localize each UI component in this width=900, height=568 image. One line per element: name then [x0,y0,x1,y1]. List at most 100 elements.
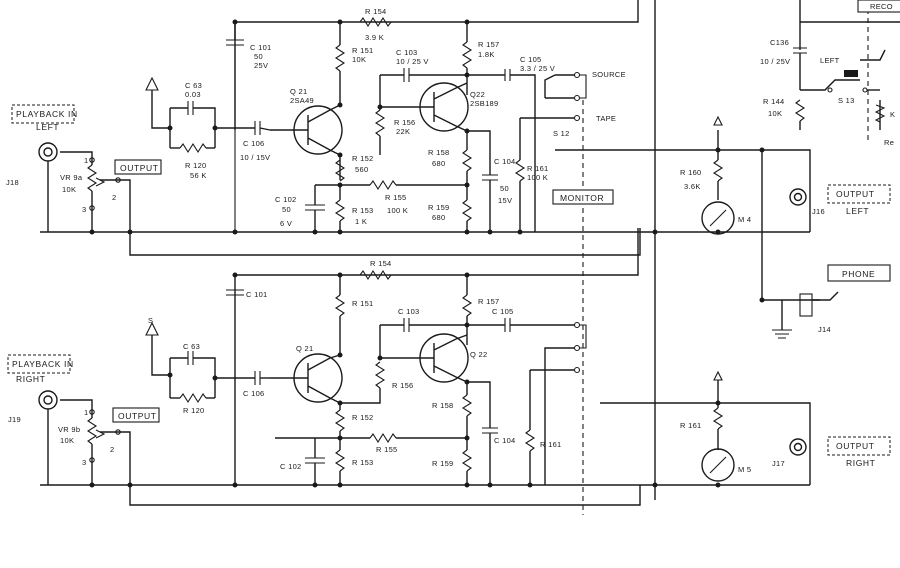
r144-label: R 144 [763,97,785,106]
output-right-line2: RIGHT [846,458,875,468]
bot-r157-label: R 157 [478,297,500,306]
top-r161-label: R 161 [527,164,549,173]
r160-label: R 160 [680,168,702,177]
source-label: SOURCE [592,70,626,79]
playback-in-right-box [7,354,71,374]
junction-dots [89,19,765,488]
j19-label: J19 [8,415,21,424]
record-box [857,0,900,13]
right-channel-section [38,228,839,506]
bot-q22-label: Q 22 [470,350,487,359]
k-label: K [890,110,895,119]
s13-label: S 13 [838,96,855,105]
top-pin3: 3 [82,205,86,214]
top-c101-value2: 25V [254,61,268,70]
top-c101-label: C 101 [250,43,272,52]
phone-box [827,264,891,282]
label-boxes [7,0,900,456]
bot-pin1: 1 [84,408,88,417]
top-c105-label: C 105 [520,55,542,64]
bot-c101-label: C 101 [246,290,268,299]
top-c106-label: C 106 [243,139,265,148]
re-label: Re [884,138,894,147]
output-left-line2: LEFT [846,206,869,216]
bot-c105-label: C 105 [492,307,514,316]
top-r151-value: 10K [352,55,366,64]
top-r152-label: R 152 [352,154,374,163]
top-q22-label: Q22 [470,90,485,99]
top-vr-label: VR 9a [60,173,83,182]
bot-r158-label: R 158 [432,401,454,410]
top-r153-value: 1 K [355,217,367,226]
bot-c103-label: C 103 [398,307,420,316]
playback-right-line1: PLAYBACK IN [12,359,74,369]
top-c104-label: C 104 [494,157,516,166]
tape-label: TAPE [596,114,616,123]
playback-in-left-box [11,104,75,124]
top-r158-value: 680 [432,159,445,168]
bot-r152-label: R 152 [352,413,374,422]
top-r157-value: 1.8K [478,50,495,59]
component-labels: R 154 3.9 K C 101 50 25V R 151 10K C 103… [6,2,895,474]
bot-c104-label: C 104 [494,436,516,445]
j14-label: J14 [818,325,831,334]
top-c103-value: 10 / 25 V [396,57,429,66]
left-label: LEFT [820,56,840,65]
bot-vr-label: VR 9b [58,425,80,434]
bot-r161-label: R 161 [540,440,562,449]
top-pin2: 2 [112,193,116,202]
top-q22-value: 2SB189 [470,99,499,108]
bot-r153-label: R 153 [352,458,374,467]
bot-q21-label: Q 21 [296,344,313,353]
monitor-text: MONITOR [560,193,604,203]
s12-label: S 12 [553,129,570,138]
output-left-box [827,184,891,204]
output-box-left [114,159,162,175]
top-pin1: 1 [84,156,88,165]
m4-label: M 4 [738,215,751,224]
bot-r155-label: R 155 [376,445,398,454]
top-r156-label: R 156 [394,118,416,127]
top-c63-value: 0.03 [185,90,201,99]
bot-c102-label: C 102 [280,462,302,471]
j16-label: J16 [812,207,825,216]
playback-right-line2: RIGHT [16,374,45,384]
bot-pin2: 2 [110,445,114,454]
top-r161-value: 100 K [527,173,548,182]
top-r154-label: R 154 [365,7,387,16]
bot-r151-label: R 151 [352,299,374,308]
top-c104-value2: 15V [498,196,512,205]
s-supply-label: S [148,316,153,325]
r160-value: 3.6K [684,182,701,191]
top-c63-label: C 63 [185,81,202,90]
top-c101-value1: 50 [254,52,263,61]
monitor-box [552,189,614,205]
j17-label: J17 [772,459,785,468]
bot-c63-label: C 63 [183,342,200,351]
top-q21-label: Q 21 [290,87,307,96]
bot-r156-label: R 156 [392,381,414,390]
top-r120-label: R 120 [185,161,207,170]
c136-label: C136 [770,38,789,47]
top-r152-value: 560 [355,165,368,174]
playback-left-line2: LEFT [36,122,59,132]
bot-c106-label: C 106 [243,389,265,398]
output-right-line1: OUTPUT [836,441,875,451]
top-c102-value2: 6 V [280,219,292,228]
m5-label: M 5 [738,465,751,474]
output-left-box-text: OUTPUT [120,163,159,173]
r144-value: 10K [768,109,782,118]
left-channel-section [38,0,900,515]
c136-value: 10 / 25V [760,57,790,66]
j18-label: J18 [6,178,19,187]
top-c102-label: C 102 [275,195,297,204]
phone-text: PHONE [842,269,875,279]
r161-right-label: R 161 [680,421,702,430]
bot-pin3: 3 [82,458,86,467]
bot-r159-label: R 159 [432,459,454,468]
output-right-box-text: OUTPUT [118,411,157,421]
top-r155-value: 100 K [387,206,408,215]
top-vr-value: 10K [62,185,76,194]
top-r159-value: 680 [432,213,445,222]
